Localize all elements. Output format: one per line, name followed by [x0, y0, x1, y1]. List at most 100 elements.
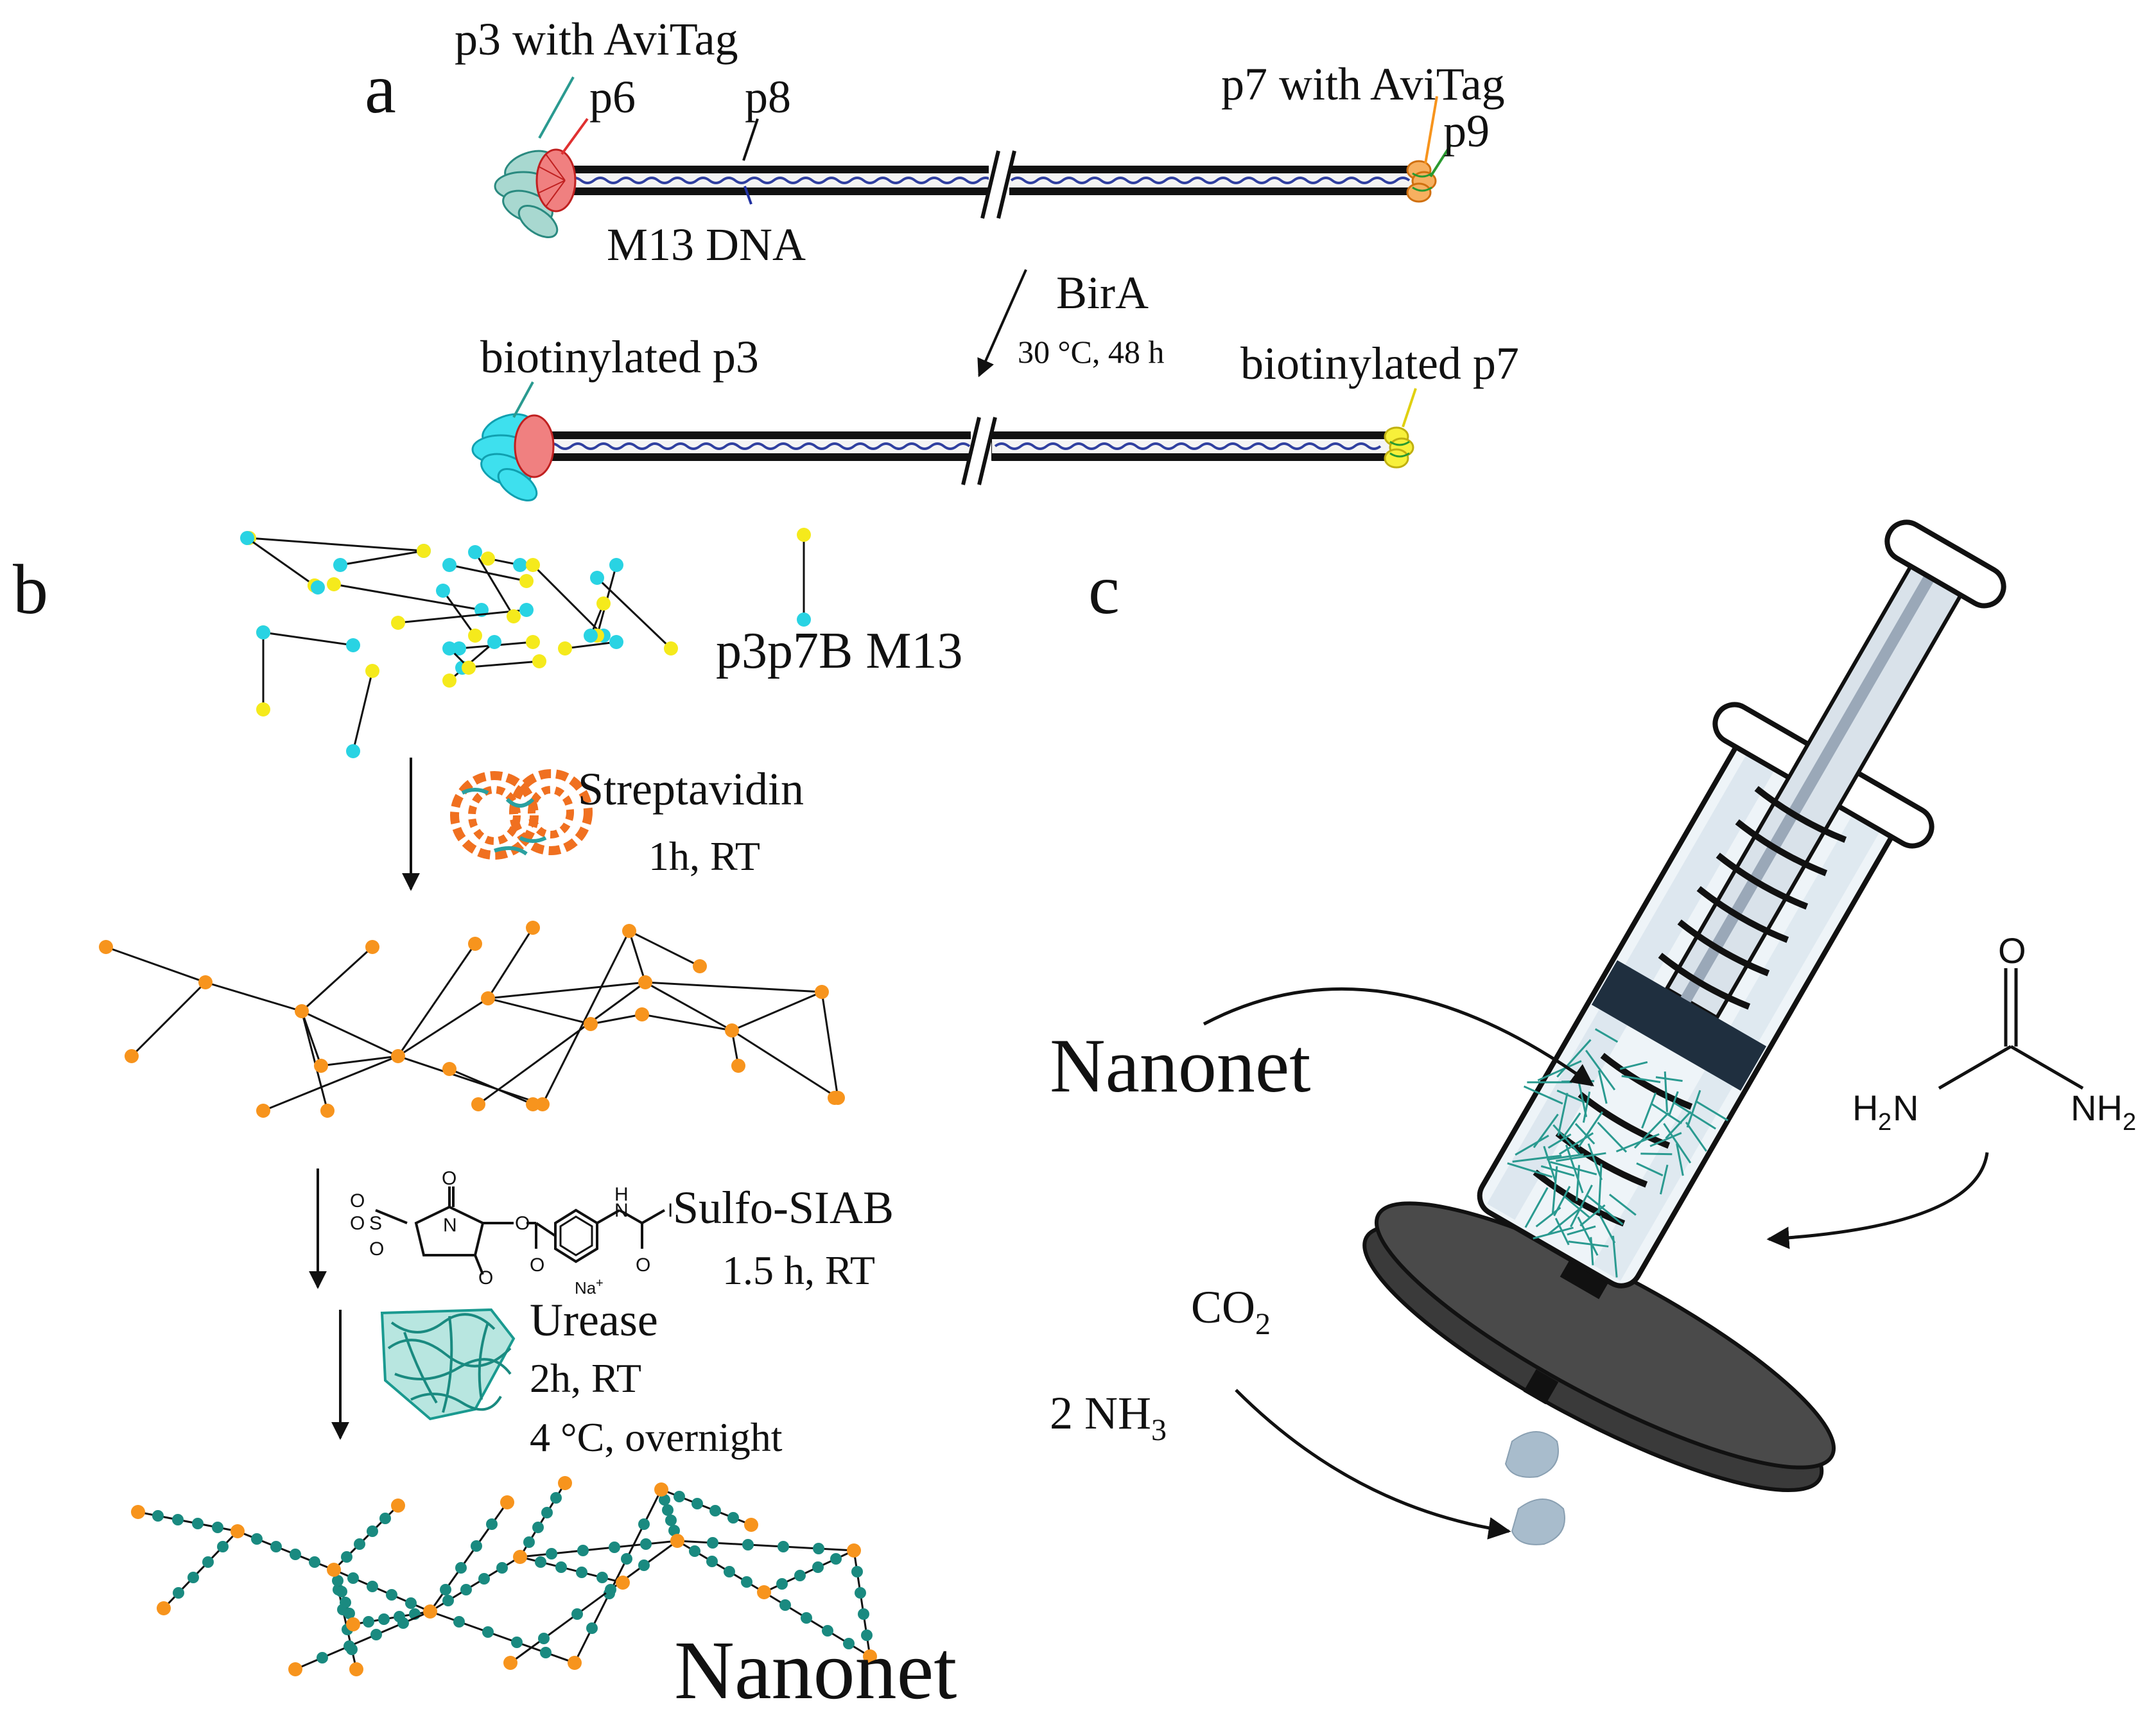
phage-end: [346, 638, 360, 652]
phage-label: p3p7B M13: [716, 623, 963, 679]
urease-label: Urease: [530, 1294, 658, 1346]
streptavidin-node: [584, 1017, 598, 1031]
m13-dna-label: M13 DNA: [607, 219, 806, 270]
syringe-fiber: [1597, 1070, 1608, 1104]
urease-node: [192, 1518, 204, 1529]
svg-text:O: O: [1998, 930, 2026, 971]
streptavidin-node: [568, 1656, 582, 1670]
urease-node: [674, 1491, 685, 1502]
sulfo-siab-structure: O O S O O N O O O H N O I Na +: [350, 1168, 673, 1298]
urease-node: [724, 1566, 735, 1577]
phage-rod: [532, 564, 605, 637]
streptavidin-node: [622, 924, 636, 938]
urease-node: [405, 1597, 417, 1609]
syringe-nanonet: [1507, 1028, 1728, 1278]
syringe-fiber: [1523, 1085, 1563, 1105]
nh3-label: 2 NH3: [1050, 1387, 1167, 1447]
urease-node: [370, 1629, 382, 1640]
urease-node: [455, 1562, 467, 1574]
network-link: [105, 946, 206, 984]
urease-node: [555, 1561, 567, 1573]
urease-node: [822, 1625, 833, 1637]
syringe-fiber: [1557, 1093, 1569, 1136]
urease-node: [172, 1514, 184, 1525]
streptavidin-node: [828, 1091, 842, 1105]
step1-conditions: 1h, RT: [648, 833, 760, 879]
urease-node: [354, 1538, 365, 1550]
network-link: [590, 1013, 643, 1025]
urease-node: [605, 1584, 616, 1595]
streptavidin-node: [500, 1495, 514, 1509]
network-link: [300, 946, 374, 1012]
network-link: [300, 1011, 329, 1111]
syringe-fiber: [1576, 1165, 1580, 1201]
nanonet-network: [131, 1476, 877, 1676]
droplet-2: [1511, 1498, 1565, 1545]
streptavidin-node: [442, 1062, 456, 1076]
nanonet-link: [429, 1502, 509, 1612]
phage-end: [417, 544, 431, 558]
syringe-fiber: [1547, 1205, 1583, 1235]
urease-node: [546, 1548, 557, 1559]
p3-avitag-label: p3 with AviTag: [455, 13, 738, 65]
streptavidin-node: [320, 1104, 335, 1118]
urease-node: [779, 1599, 791, 1611]
phage-end: [442, 641, 456, 656]
phage-rod: [564, 641, 617, 650]
urease-node: [538, 1633, 550, 1644]
biotinylated-p7-label: biotinylated p7: [1240, 338, 1519, 389]
syringe-fiber: [1685, 1122, 1707, 1152]
svg-text:S: S: [369, 1213, 382, 1234]
network-link: [449, 1068, 534, 1106]
urease-node: [336, 1586, 347, 1597]
urease-node: [742, 1539, 754, 1551]
urease-node: [535, 1556, 546, 1568]
sulfo-siab-label: Sulfo-SIAB: [673, 1182, 894, 1233]
network-link: [301, 1010, 399, 1057]
urease-node: [173, 1587, 184, 1599]
phage-bottom: [471, 381, 1417, 501]
streptavidin-node: [635, 1007, 649, 1021]
syringe-fiber: [1567, 1225, 1596, 1236]
syringe-fiber: [1512, 1154, 1562, 1163]
syringe-fiber: [1664, 1071, 1669, 1112]
urease-node: [532, 1522, 544, 1533]
network-link: [478, 981, 646, 1106]
urease-node: [340, 1597, 351, 1608]
urease-node: [217, 1541, 229, 1552]
syringe-fiber: [1568, 1240, 1609, 1247]
phage-rod: [340, 550, 424, 566]
syringe-fiber: [1608, 1194, 1637, 1216]
syringe: [1362, 519, 2006, 1545]
nanonet-arrow: [1203, 987, 1594, 1087]
phage-end: [526, 558, 540, 572]
urease-node: [347, 1572, 359, 1584]
phage-end: [346, 744, 360, 758]
network-link: [645, 981, 822, 993]
urease-node: [855, 1587, 866, 1599]
urease-node: [486, 1518, 498, 1530]
streptavidin-node: [256, 1104, 270, 1118]
streptavidin-node: [327, 1563, 341, 1577]
urease-node: [813, 1543, 824, 1554]
p7-p9-cluster: [1406, 160, 1437, 203]
network-link: [487, 927, 534, 999]
syringe-fiber: [1577, 1216, 1599, 1256]
phage-end: [532, 654, 546, 668]
urease-node: [709, 1505, 721, 1516]
urease-node: [270, 1541, 282, 1552]
nanonet-link: [573, 1489, 663, 1664]
bira-conditions: 30 °C, 48 h: [1018, 334, 1164, 370]
streptavidin-node: [365, 940, 379, 954]
svg-text:N: N: [614, 1200, 629, 1221]
syringe-fiber: [1564, 1196, 1590, 1219]
streptavidin-node: [558, 1476, 572, 1490]
streptavidin-node: [198, 975, 213, 989]
svg-text:2: 2: [2123, 1109, 2136, 1136]
urease-node: [290, 1549, 301, 1560]
svg-text:+: +: [596, 1276, 604, 1290]
urease-node: [367, 1581, 378, 1592]
svg-text:Na: Na: [575, 1278, 596, 1298]
network-link: [541, 930, 630, 1105]
urease-node: [442, 1595, 454, 1606]
